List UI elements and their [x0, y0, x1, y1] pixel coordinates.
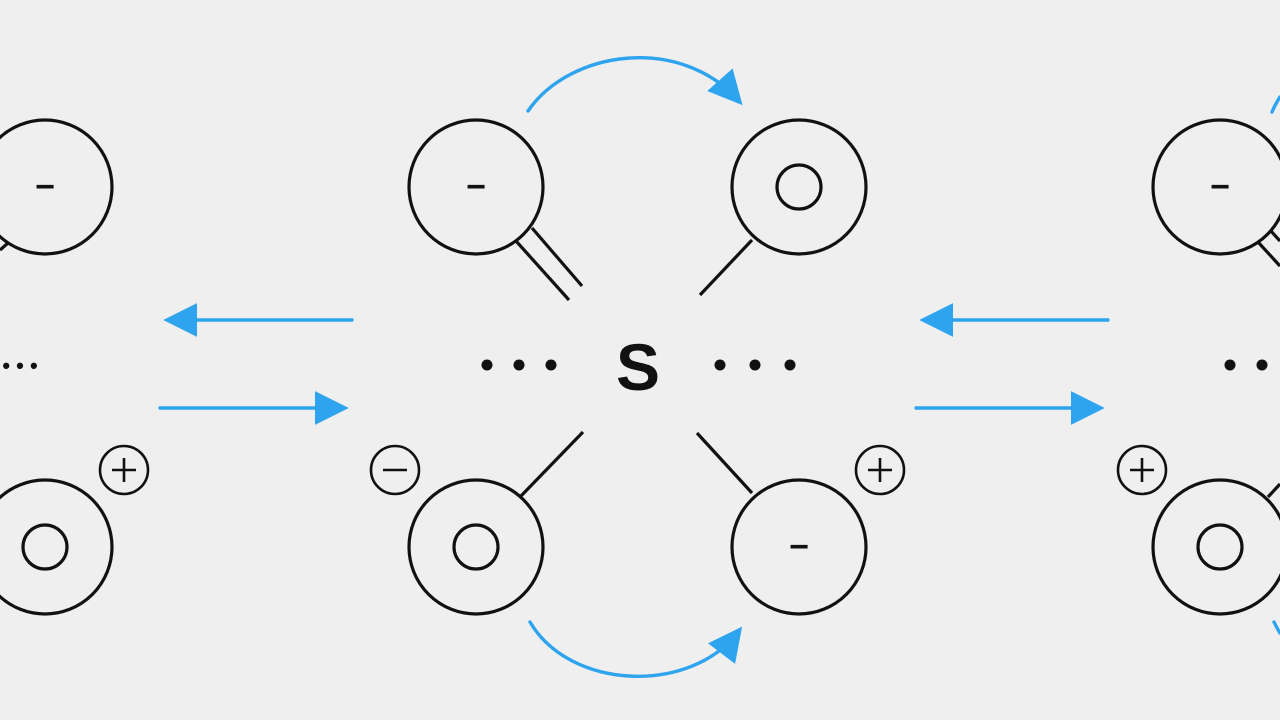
right-top-minus-sign: − — [1210, 168, 1230, 206]
left-top-minus-sign: − — [35, 168, 55, 206]
right-bottom-atom-ring — [1151, 478, 1280, 616]
minus-charge-circle — [369, 444, 421, 496]
top-right-bond — [698, 238, 754, 297]
right-bottom-bond — [1266, 482, 1280, 499]
left-dot-2 — [513, 359, 525, 371]
left-bottom-neutral-mark — [21, 523, 69, 571]
top-left-minus-sign: − — [466, 168, 486, 206]
right-equilibrium-arrows — [914, 303, 1110, 425]
bottom-right-minus-sign: − — [789, 528, 809, 566]
bottom-left-bond — [518, 430, 585, 499]
left-dot-1 — [481, 359, 493, 371]
right-dot-3 — [784, 359, 796, 371]
right-structure: − — [1116, 95, 1280, 635]
right-bottom-curved-arrow-fragment — [1272, 620, 1280, 635]
right-edge-dot-1 — [1224, 359, 1236, 371]
central-atom-label: S — [616, 330, 660, 404]
left-top-bond — [0, 241, 10, 252]
right-top-atom-ring — [1151, 118, 1280, 256]
right-dot-1 — [714, 359, 726, 371]
top-curved-arrow — [526, 56, 743, 113]
left-bottom-atom-ring — [0, 478, 114, 616]
bottom-right-bond — [695, 431, 754, 495]
left-ellipsis: • • • — [2, 353, 37, 378]
right-bottom-neutral-mark — [1196, 523, 1244, 571]
right-dot-2 — [749, 359, 761, 371]
left-structure: − • • • — [0, 118, 150, 616]
right-edge-dot-2 — [1256, 359, 1268, 371]
top-left-double-bond-b — [530, 226, 584, 288]
top-right-atom-ring — [730, 118, 868, 256]
right-top-double-bond-a — [1256, 240, 1280, 268]
right-top-double-bond-b — [1268, 228, 1280, 243]
bottom-left-atom-ring — [407, 478, 545, 616]
left-equilibrium-arrows — [158, 303, 354, 425]
right-top-curved-arrow-fragment — [1270, 95, 1280, 114]
top-right-neutral-mark — [775, 163, 823, 211]
bottom-left-neutral-mark — [452, 523, 500, 571]
center-structure: − − S — [369, 56, 906, 678]
right-plus-charge-circle — [1116, 444, 1168, 496]
top-left-atom-ring — [407, 118, 545, 256]
left-dot-3 — [545, 359, 557, 371]
left-top-atom-ring — [0, 118, 114, 256]
bottom-curved-arrow — [528, 620, 743, 678]
left-plus-charge-circle — [98, 444, 150, 496]
plus-charge-circle — [854, 444, 906, 496]
top-left-double-bond-a — [514, 239, 571, 302]
bottom-right-atom-ring — [730, 478, 868, 616]
